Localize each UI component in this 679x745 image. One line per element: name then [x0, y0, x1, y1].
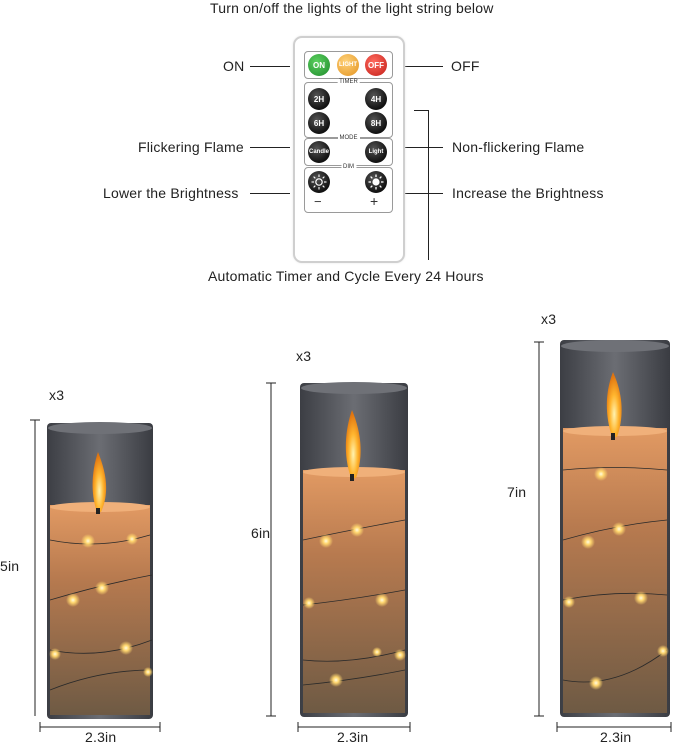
- flame-icon: [606, 372, 622, 437]
- leader-flicker: [250, 147, 290, 148]
- dim-up-button[interactable]: [365, 171, 387, 193]
- off-button[interactable]: OFF: [365, 54, 387, 76]
- candle-3-qty: x3: [541, 311, 557, 327]
- timer-label: TIMER: [337, 79, 360, 85]
- light-mode-button[interactable]: Light: [365, 141, 387, 163]
- plus-sign: +: [370, 193, 379, 209]
- remote-control: ON LIGHT OFF TIMER 2H 4H 6H 8H MODE Cand…: [293, 36, 405, 263]
- timer-8h-button[interactable]: 8H: [365, 112, 387, 134]
- dim-label: DIM: [341, 164, 356, 170]
- mode-panel: MODE Candle Light: [304, 135, 393, 166]
- leader-off: [403, 66, 443, 67]
- leader-nonflicker: [403, 147, 443, 148]
- mode-label: MODE: [337, 135, 360, 141]
- candle-medium: [300, 382, 408, 717]
- candle-large: [560, 340, 670, 717]
- label-non-flickering-flame: Non-flickering Flame: [452, 139, 585, 155]
- dim-down-button[interactable]: [308, 171, 330, 193]
- light-button[interactable]: LIGHT: [337, 54, 359, 76]
- dim-panel: DIM − +: [304, 164, 393, 213]
- dimension-lines: [30, 341, 672, 732]
- candle-2-qty: x3: [296, 348, 312, 364]
- minus-sign: −: [314, 194, 322, 209]
- timer-2h-button[interactable]: 2H: [308, 88, 330, 110]
- candle-small: [47, 422, 153, 719]
- candle-mode-button[interactable]: Candle: [308, 141, 330, 163]
- on-button[interactable]: ON: [308, 54, 330, 76]
- candle-1-qty: x3: [49, 387, 65, 403]
- candle-3-width: 2.3in: [600, 729, 632, 745]
- candle-1-height: 5in: [0, 558, 20, 574]
- timer-panel: TIMER 2H 4H 6H 8H: [304, 79, 393, 138]
- label-off: OFF: [451, 58, 480, 74]
- timer-note: Automatic Timer and Cycle Every 24 Hours: [208, 268, 484, 284]
- label-lower-brightness: Lower the Brightness: [103, 185, 239, 201]
- timer-bracket-top: [414, 110, 428, 111]
- timer-4h-button[interactable]: 4H: [365, 88, 387, 110]
- power-panel: ON LIGHT OFF: [304, 51, 393, 79]
- label-on: ON: [223, 58, 245, 74]
- flame-icon: [345, 410, 361, 478]
- candle-3-height: 7in: [507, 484, 527, 500]
- candle-2-width: 2.3in: [337, 729, 369, 745]
- leader-on: [250, 66, 290, 67]
- timer-6h-button[interactable]: 6H: [308, 112, 330, 134]
- header-title: Turn on/off the lights of the light stri…: [210, 0, 494, 16]
- leader-lower: [250, 193, 290, 194]
- label-increase-brightness: Increase the Brightness: [452, 185, 604, 201]
- candle-1-width: 2.3in: [85, 729, 117, 745]
- label-flickering-flame: Flickering Flame: [138, 139, 244, 155]
- candle-2-height: 6in: [251, 525, 271, 541]
- flame-icon: [92, 452, 107, 512]
- sun-bright-icon: [368, 174, 384, 190]
- timer-bracket-vertical: [428, 110, 429, 260]
- leader-increase: [403, 193, 443, 194]
- sun-dim-icon: [311, 174, 327, 190]
